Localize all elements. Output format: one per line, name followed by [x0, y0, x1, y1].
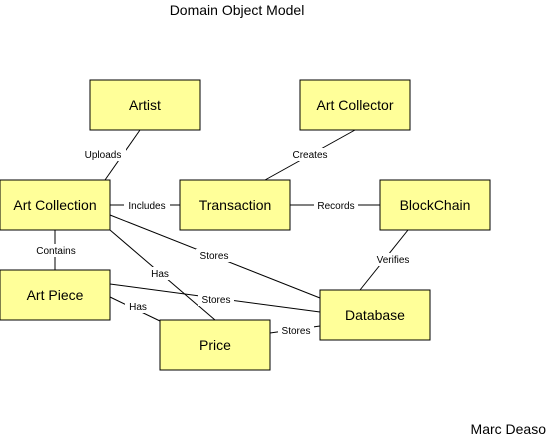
svg-text:Art Collector: Art Collector	[316, 97, 393, 113]
svg-text:Price: Price	[199, 337, 231, 353]
svg-text:Artist: Artist	[129, 97, 161, 113]
author-signature: Marc Deaso	[470, 421, 546, 437]
edge-label-has-piece-price: Has	[125, 300, 151, 313]
svg-text:Art Piece: Art Piece	[27, 287, 84, 303]
node-price[interactable]: Price	[159, 319, 271, 371]
svg-text:Stores: Stores	[200, 251, 229, 262]
node-transaction[interactable]: Transaction	[179, 179, 291, 231]
svg-text:Creates: Creates	[292, 150, 327, 161]
svg-text:Database: Database	[345, 307, 405, 323]
edge-label-uploads: Uploads	[80, 148, 126, 161]
edge-label-records: Records	[314, 199, 358, 212]
edge-label-creates: Creates	[290, 148, 330, 161]
svg-text:Has: Has	[129, 302, 147, 313]
node-database[interactable]: Database	[319, 289, 431, 341]
svg-text:Records: Records	[317, 201, 354, 212]
edge-label-has-collection-price: Has	[148, 267, 172, 280]
svg-text:BlockChain: BlockChain	[400, 197, 471, 213]
svg-text:Transaction: Transaction	[199, 197, 272, 213]
svg-text:Stores: Stores	[282, 326, 311, 337]
edge-label-stores-collection: Stores	[196, 249, 232, 262]
svg-text:Verifies: Verifies	[377, 255, 410, 266]
svg-text:Stores: Stores	[202, 295, 231, 306]
svg-text:Uploads: Uploads	[85, 150, 122, 161]
svg-text:Has: Has	[151, 269, 169, 280]
edge-label-stores-piece: Stores	[198, 293, 234, 306]
node-artist[interactable]: Artist	[89, 79, 201, 131]
svg-text:Art Collection: Art Collection	[13, 197, 96, 213]
diagram-title: Domain Object Model	[169, 2, 305, 18]
edge-label-includes: Includes	[124, 199, 170, 212]
node-art-collection[interactable]: Art Collection	[0, 179, 111, 231]
node-blockchain[interactable]: BlockChain	[379, 179, 491, 231]
node-art-collector[interactable]: Art Collector	[299, 79, 411, 131]
edge-label-stores-price: Stores	[278, 324, 314, 337]
svg-text:Includes: Includes	[128, 201, 165, 212]
edge-label-contains: Contains	[34, 244, 78, 257]
node-art-piece[interactable]: Art Piece	[0, 269, 111, 321]
svg-text:Contains: Contains	[36, 246, 75, 257]
edge-label-verifies: Verifies	[372, 253, 414, 266]
